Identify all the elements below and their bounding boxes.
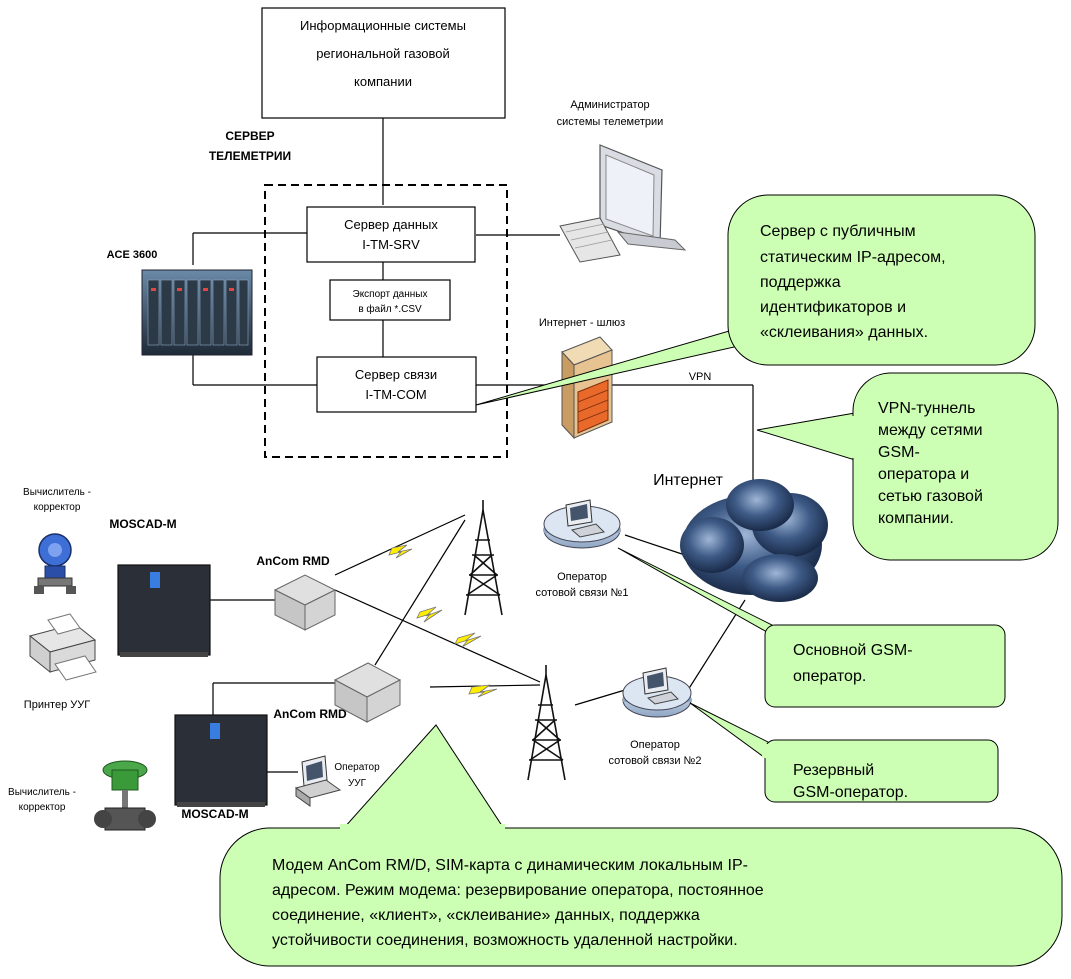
connection-lines bbox=[192, 118, 754, 773]
callout-static-ip: Сервер с публичным статическим IP-адресо… bbox=[475, 194, 1036, 406]
data-server-box: Сервер данных I-TM-SRV bbox=[306, 206, 476, 263]
server-title-line-2: ТЕЛЕМЕТРИИ bbox=[209, 149, 291, 163]
reserve-gsm-line-2: GSM-оператор. bbox=[793, 784, 908, 801]
vpn-tunnel-line-6: компании. bbox=[878, 510, 954, 527]
comm-server-line-1: Сервер связи bbox=[355, 367, 437, 382]
admin-computer-icon bbox=[559, 144, 687, 263]
ancom2-label: AnCom RMD bbox=[273, 707, 347, 721]
ancom-1-icon bbox=[273, 574, 337, 631]
ace-3600-icon bbox=[141, 269, 253, 356]
comm-server-line-2: I-TM-COM bbox=[365, 387, 426, 402]
ace-label: ACE 3600 bbox=[107, 249, 158, 261]
moscad-1-icon bbox=[117, 564, 211, 657]
cell-tower-1-icon bbox=[464, 500, 503, 616]
vpn-tunnel-line-1: VPN-туннель bbox=[878, 400, 975, 417]
top-box-line-2: региональной газовой bbox=[316, 46, 450, 61]
main-gsm-line-1: Основной GSM- bbox=[793, 642, 913, 659]
comm-server-box: Сервер связи I-TM-COM bbox=[316, 356, 477, 413]
telemetry-server-boundary bbox=[264, 184, 508, 458]
moscad-2-icon bbox=[174, 714, 268, 807]
printer-label: Принтер УУГ bbox=[24, 699, 90, 711]
static-ip-line-5: «склеивания» данных. bbox=[760, 324, 928, 341]
server-title-line-1: СЕРВЕР bbox=[225, 129, 274, 143]
export-line-1: Экспорт данных bbox=[353, 289, 428, 300]
top-box-line-1: Информационные системы bbox=[300, 18, 466, 33]
op1-line-1: Оператор bbox=[557, 571, 607, 583]
calc1-line-2: корректор bbox=[34, 502, 81, 513]
modem-line-2: адресом. Режим модема: резервирование оп… bbox=[272, 882, 764, 899]
export-csv-box: Экспорт данных в файл *.CSV bbox=[329, 279, 451, 321]
ancom-2-icon bbox=[333, 662, 402, 723]
callout-vpn-tunnel: VPN-туннель между сетями GSM- оператора … bbox=[756, 372, 1059, 561]
admin-line-1: Администратор bbox=[570, 99, 649, 111]
data-server-line-2: I-TM-SRV bbox=[362, 237, 420, 252]
op2-line-1: Оператор bbox=[630, 739, 680, 751]
static-ip-line-1: Сервер с публичным bbox=[760, 223, 916, 240]
operator-uug-computer-icon bbox=[294, 755, 342, 807]
regional-gas-company-systems: Информационные системы региональной газо… bbox=[261, 7, 506, 119]
calc2-line-1: Вычислитель - bbox=[8, 787, 76, 798]
operator-1-icon bbox=[543, 499, 621, 549]
pressure-transmitter-icon bbox=[34, 533, 76, 594]
admin-line-2: системы телеметрии bbox=[557, 116, 664, 128]
data-server-line-1: Сервер данных bbox=[344, 217, 438, 232]
vpn-tunnel-line-5: сетью газовой bbox=[878, 488, 983, 505]
vpn-tunnel-line-2: между сетями bbox=[878, 422, 983, 439]
callout-reserve-gsm: Резервный GSM-оператор. bbox=[689, 702, 999, 803]
static-ip-line-3: поддержка bbox=[760, 274, 841, 291]
top-box-line-3: компании bbox=[354, 74, 412, 89]
vpn-label: VPN bbox=[689, 371, 712, 383]
ancom1-label: AnCom RMD bbox=[256, 554, 330, 568]
calc1-line-1: Вычислитель - bbox=[23, 487, 91, 498]
vpn-tunnel-line-3: GSM- bbox=[878, 444, 920, 461]
calc2-line-2: корректор bbox=[19, 802, 66, 813]
callout-modem: Модем AnCom RM/D, SIM-карта с динамическ… bbox=[219, 724, 1063, 967]
reserve-gsm-line-1: Резервный bbox=[793, 762, 874, 779]
modem-line-4: устойчивости соединения, возможность уда… bbox=[272, 932, 738, 949]
moscad1-label: MOSCAD-M bbox=[109, 517, 176, 531]
internet-label: Интернет bbox=[653, 472, 723, 489]
op2-line-2: сотовой связи №2 bbox=[609, 755, 702, 767]
operator-uug-line-1: Оператор bbox=[334, 762, 380, 773]
export-line-2: в файл *.CSV bbox=[358, 303, 422, 315]
modem-line-3: соединение, «клиент», «склеивание» данны… bbox=[272, 907, 700, 924]
printer-icon bbox=[28, 613, 97, 681]
cell-tower-2-icon bbox=[527, 665, 566, 781]
callout-main-gsm: Основной GSM- оператор. bbox=[617, 547, 1006, 708]
operator-uug-line-2: УУГ bbox=[348, 778, 367, 789]
gateway-label: Интернет - шлюз bbox=[539, 317, 625, 329]
valve-actuator-icon bbox=[94, 760, 156, 831]
static-ip-line-4: идентификаторов и bbox=[760, 299, 906, 316]
modem-line-1: Модем AnCom RM/D, SIM-карта с динамическ… bbox=[272, 857, 748, 874]
wireless-link-icons bbox=[388, 544, 498, 698]
vpn-tunnel-line-4: оператора и bbox=[878, 466, 969, 483]
internet-gateway-icon bbox=[561, 336, 613, 440]
static-ip-line-2: статическим IP-адресом, bbox=[760, 249, 946, 266]
operator-2-icon bbox=[622, 667, 692, 718]
main-gsm-line-2: оператор. bbox=[793, 668, 866, 685]
op1-line-2: сотовой связи №1 bbox=[536, 587, 629, 599]
internet-cloud-icon bbox=[680, 479, 828, 602]
moscad2-label: MOSCAD-M bbox=[181, 807, 248, 821]
